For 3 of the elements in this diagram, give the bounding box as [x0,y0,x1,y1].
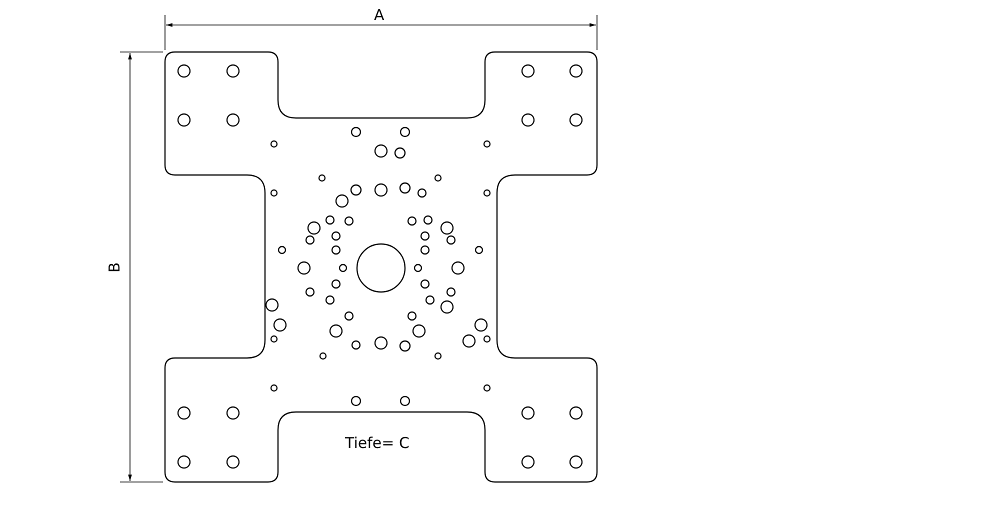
note: Tiefe= C [345,436,410,451]
dimension-label: B [108,262,123,273]
dimension-label: A [374,8,384,23]
